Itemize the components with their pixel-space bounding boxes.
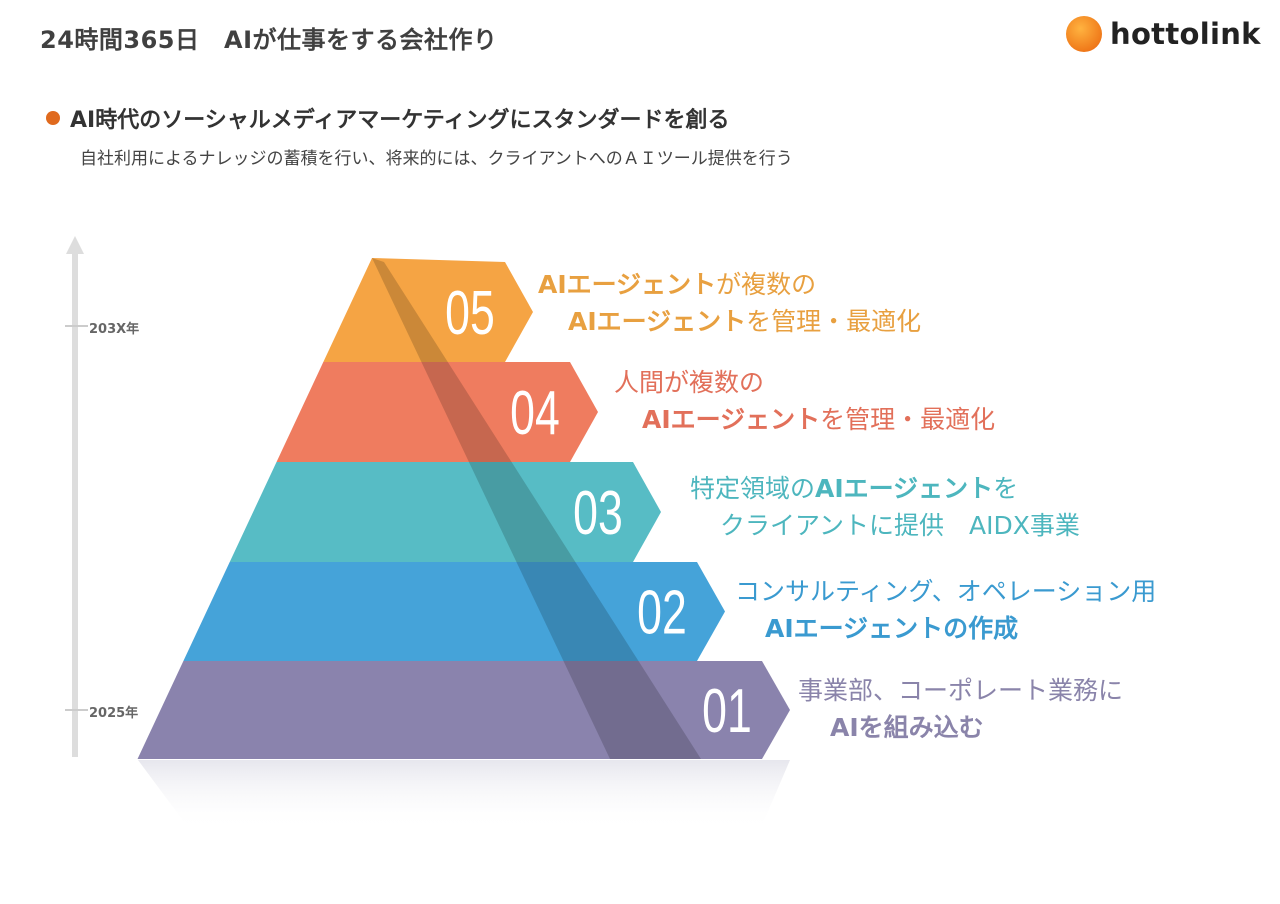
step-line: 人間が複数の: [614, 364, 995, 401]
pyramid-band-04: [276, 362, 598, 462]
step-number-04: 04: [510, 379, 560, 448]
pyramid-shadow: [372, 258, 701, 759]
pyramid-band-01: [137, 661, 791, 759]
slide-title: 24時間365日 AIが仕事をする会社作り: [40, 26, 498, 54]
step-number-03: 03: [573, 479, 623, 548]
step-number-01: 01: [702, 677, 752, 746]
step-number-02: 02: [637, 578, 687, 647]
pyramid-band-02: [183, 562, 725, 661]
emphasis-text: AIエージェント: [568, 307, 747, 336]
pyramid-band-03: [229, 462, 661, 562]
step-text: を管理・最適化: [746, 307, 922, 336]
step-line: 特定領域のAIエージェントを: [690, 470, 1080, 507]
emphasis-text: AIエージェント: [538, 270, 717, 299]
pyramid-reflection: [138, 760, 790, 830]
step-text: 特定領域の: [690, 474, 816, 503]
step-text: 人間が複数の: [614, 368, 765, 397]
heading-title: AI時代のソーシャルメディアマーケティングにスタンダードを創る: [70, 108, 730, 133]
step-text: を: [993, 474, 1019, 503]
step-description-03: 特定領域のAIエージェントをクライアントに提供 AIDX事業: [690, 470, 1080, 544]
hottolink-logo: hottolink: [1066, 16, 1261, 52]
step-line: コンサルティング、オペレーション用: [735, 573, 1156, 610]
bullet-icon: [46, 111, 60, 125]
section-heading: AI時代のソーシャルメディアマーケティングにスタンダードを創る: [46, 102, 729, 134]
step-text: が複数の: [716, 270, 817, 299]
emphasis-text: AIを組み込む: [830, 713, 984, 742]
axis-label-top: 203X年: [88, 318, 141, 337]
step-line: AIエージェントを管理・最適化: [642, 401, 995, 438]
emphasis-text: AIエージェント: [642, 405, 821, 434]
step-text: を管理・最適化: [820, 405, 996, 434]
step-number-05: 05: [445, 279, 495, 348]
step-text: 事業部、コーポレート業務に: [798, 676, 1124, 705]
logo-text: hottolink: [1110, 17, 1261, 51]
step-text: クライアントに提供 AIDX事業: [720, 511, 1080, 540]
step-text: コンサルティング、オペレーション用: [735, 577, 1157, 606]
step-line: クライアントに提供 AIDX事業: [720, 507, 1080, 544]
step-description-01: 事業部、コーポレート業務に AIを組み込む: [798, 672, 1123, 746]
step-description-04: 人間が複数の AIエージェントを管理・最適化: [614, 364, 995, 438]
step-line: AIエージェントが複数の: [538, 266, 921, 303]
axis-arrow-icon: [66, 236, 84, 254]
step-line: AIエージェントの作成: [765, 610, 1156, 647]
time-axis: [65, 236, 88, 757]
heading-subtitle: 自社利用によるナレッジの蓄積を行い、将来的には、クライアントへのＡＩツール提供を…: [80, 149, 793, 169]
axis-label-bottom: 2025年: [88, 702, 140, 721]
step-description-02: コンサルティング、オペレーション用 AIエージェントの作成: [735, 573, 1156, 647]
pyramid-band-05: [323, 258, 533, 362]
emphasis-text: AIエージェント: [815, 474, 994, 503]
step-line: AIを組み込む: [830, 709, 1123, 746]
logo-mark-icon: [1066, 16, 1102, 52]
step-line: 事業部、コーポレート業務に: [798, 672, 1123, 709]
emphasis-text: AIエージェントの作成: [765, 614, 1019, 643]
step-line: AIエージェントを管理・最適化: [568, 303, 921, 340]
